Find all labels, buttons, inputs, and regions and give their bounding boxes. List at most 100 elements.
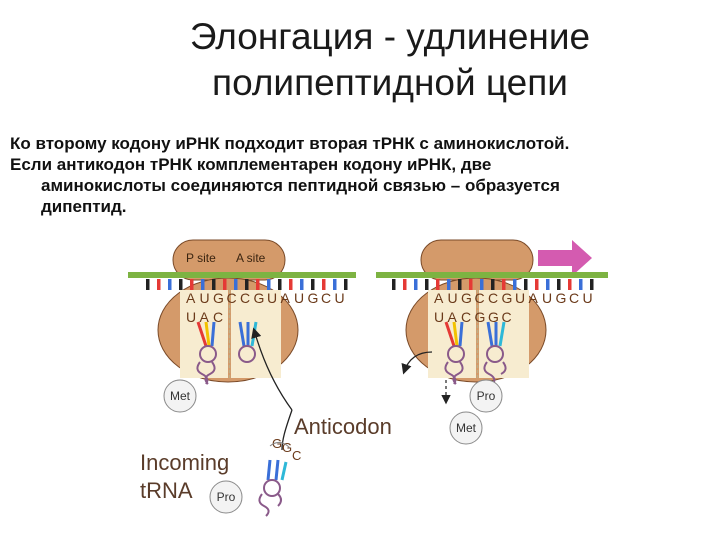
mrna-base-tick	[278, 279, 282, 290]
base-letter: G	[488, 309, 499, 325]
mrna-bases-right	[392, 279, 594, 290]
mrna-base-tick	[212, 279, 216, 290]
base-letter: U	[434, 309, 444, 325]
base-letter: A	[529, 290, 539, 306]
base-letter: C	[475, 290, 485, 306]
base-letter: G	[308, 290, 319, 306]
base-letter: A	[186, 290, 196, 306]
a-site-label: A site	[236, 251, 266, 265]
base-letter: G	[213, 290, 224, 306]
base-letter: U	[583, 290, 593, 306]
mrna-base-tick	[223, 279, 227, 290]
trna-p-site	[196, 321, 217, 385]
paragraph-2-line-1: Если антикодон тРНК комплементарен кодон…	[10, 155, 492, 174]
anticodon-label: Anticodon	[294, 414, 392, 439]
base-letter: C	[502, 309, 512, 325]
mrna-base-tick	[535, 279, 539, 290]
mrna-base-tick	[234, 279, 238, 290]
base-letter: U	[267, 290, 277, 306]
mrna-bases-left	[146, 279, 348, 290]
met-bubble	[163, 379, 197, 413]
release-arrow	[401, 351, 433, 375]
mrna-base-tick	[289, 279, 293, 290]
met-bubble-right	[449, 411, 483, 445]
trna-a-site-right	[483, 321, 507, 385]
mrna-base-tick	[436, 279, 440, 290]
arrow-to-a-site	[251, 327, 293, 411]
mrna-base-tick	[201, 279, 205, 290]
mrna-base-tick	[414, 279, 418, 290]
mrna-base-tick	[403, 279, 407, 290]
base-letter: C	[569, 290, 579, 306]
pro-label-incoming: Pro	[217, 490, 236, 504]
base-letter: U	[515, 290, 525, 306]
trna-a-site	[238, 321, 258, 363]
mrna-base-tick	[524, 279, 528, 290]
base-letter: U	[294, 290, 304, 306]
mrna-base-tick	[146, 279, 150, 290]
mrna-base-tick	[447, 279, 451, 290]
base-letter: C	[321, 290, 331, 306]
met-label-right: Met	[456, 421, 477, 435]
mrna-base-tick	[491, 279, 495, 290]
mrna-base-tick	[179, 279, 183, 290]
base-letter: U	[448, 290, 458, 306]
pro-bubble-right	[469, 379, 503, 413]
base-letter: A	[200, 309, 210, 325]
mrna-base-tick	[557, 279, 561, 290]
mrna-base-tick	[322, 279, 326, 290]
p-site-window	[180, 290, 228, 378]
title-line-1: Элонгация - удлинение	[189, 16, 591, 57]
movement-arrow	[538, 240, 592, 276]
mrna-base-tick	[344, 279, 348, 290]
pro-label-right: Pro	[477, 389, 496, 403]
mrna-base-tick	[392, 279, 396, 290]
mrna-base-tick	[502, 279, 506, 290]
base-letter: A	[434, 290, 444, 306]
base-letter: G	[556, 290, 567, 306]
trna-p-site-right	[444, 321, 465, 385]
arrow-to-incoming	[281, 409, 293, 451]
mrna-base-tick	[546, 279, 550, 290]
met-label-left: Met	[170, 389, 191, 403]
base-letter: U	[335, 290, 345, 306]
mrna-base-tick	[590, 279, 594, 290]
mrna-base-tick	[480, 279, 484, 290]
base-letter: C	[488, 290, 498, 306]
base-letter: C	[213, 309, 223, 325]
base-letter: A	[281, 290, 291, 306]
mrna-base-tick	[458, 279, 462, 290]
paragraph-1: Ко второму кодону иРНК подходит вторая т…	[10, 134, 570, 153]
mrna-base-tick	[190, 279, 194, 290]
paragraph-2-line-2: аминокислоты соединяются пептидной связь…	[41, 176, 560, 195]
mrna-base-tick	[256, 279, 260, 290]
mrna-base-tick	[300, 279, 304, 290]
mrna-base-tick	[311, 279, 315, 290]
base-letter: G	[461, 290, 472, 306]
incoming-anticodon-letter: G	[272, 436, 282, 451]
mrna-base-tick	[245, 279, 249, 290]
mrna-base-tick	[425, 279, 429, 290]
mrna-base-tick	[267, 279, 271, 290]
p-site-label: P site	[186, 251, 216, 265]
base-letter: C	[240, 290, 250, 306]
mrna-strand	[128, 272, 356, 278]
mrna-base-tick	[168, 279, 172, 290]
base-letter: A	[448, 309, 458, 325]
base-letter: U	[542, 290, 552, 306]
base-letter: G	[502, 290, 513, 306]
base-letter: U	[200, 290, 210, 306]
title-line-2: полипептидной цепи	[212, 62, 568, 103]
mrna-base-tick	[157, 279, 161, 290]
base-letter: U	[186, 309, 196, 325]
paragraph-2-line-3: дипептид.	[41, 197, 127, 216]
mrna-base-tick	[513, 279, 517, 290]
incoming-label-line1: Incoming	[140, 450, 229, 475]
mrna-base-tick	[333, 279, 337, 290]
